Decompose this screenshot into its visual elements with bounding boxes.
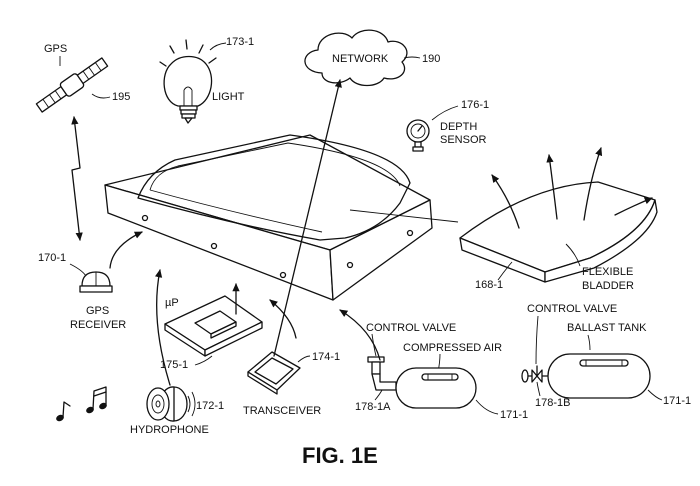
gps-receiver-ref-label: 170-1 [38,252,66,264]
microprocessor-ref-label: 175-1 [160,359,188,371]
bladder-label-line2: BLADDER [582,280,634,292]
microprocessor-label: µP [165,297,179,309]
depth-sensor-ref-label: 176-1 [461,99,489,111]
hydrophone-ref-label: 172-1 [196,400,224,412]
music-notes-icon [56,386,107,422]
hydrophone [146,386,196,422]
depth-sensor-label-line2: SENSOR [440,134,487,146]
light-label: LIGHT [212,91,245,103]
control-valve-a [367,356,397,391]
ballast-tank-ref-label: 171-1 [663,395,691,407]
bladder-label-line1: FLEXIBLE [582,266,633,278]
network-cloud-icon [304,29,408,87]
compressed-air-label: COMPRESSED AIR [403,342,502,354]
platform-device [104,134,433,301]
transceiver-ref-label: 174-1 [312,351,340,363]
valve-a-ref-label: 178-1A [355,401,391,413]
light-ref-label: 173-1 [226,36,254,48]
gps-label: GPS [44,43,67,55]
gps-signal-arrow [71,116,83,241]
figure-caption: FIG. 1E [302,443,378,468]
gps-receiver [79,271,113,293]
ballast-tank-label: BALLAST TANK [567,322,647,334]
gps-receiver-label-line2: RECEIVER [70,319,126,331]
valve-b-ref-label: 178-1B [535,397,570,409]
network-ref-label: 190 [422,53,440,65]
bladder-ref-label: 168-1 [475,279,503,291]
network-label: NETWORK [332,53,389,65]
bladder-expansion-arrows [491,147,653,229]
satellite-ref-label: 195 [112,91,130,103]
gps-receiver-label-line1: GPS [86,305,109,317]
control-valve-b-label: CONTROL VALVE [527,303,617,315]
transceiver-label: TRANSCEIVER [243,405,321,417]
flexible-bladder [459,181,658,283]
depth-sensor-gauge-icon [406,119,430,152]
control-valve-a-label: CONTROL VALVE [366,322,456,334]
transceiver [247,351,301,395]
ballast-tank [547,353,651,399]
depth-sensor-label-line1: DEPTH [440,121,477,133]
microprocessor-chip [164,295,263,357]
hydrophone-label: HYDROPHONE [130,424,209,436]
gps-satellite-icon [35,57,109,113]
control-valve-b [521,365,549,383]
light-bulb-icon [159,39,217,124]
compressed-air-tank [395,367,477,409]
compressed-air-tank-ref-label: 171-1 [500,409,528,421]
